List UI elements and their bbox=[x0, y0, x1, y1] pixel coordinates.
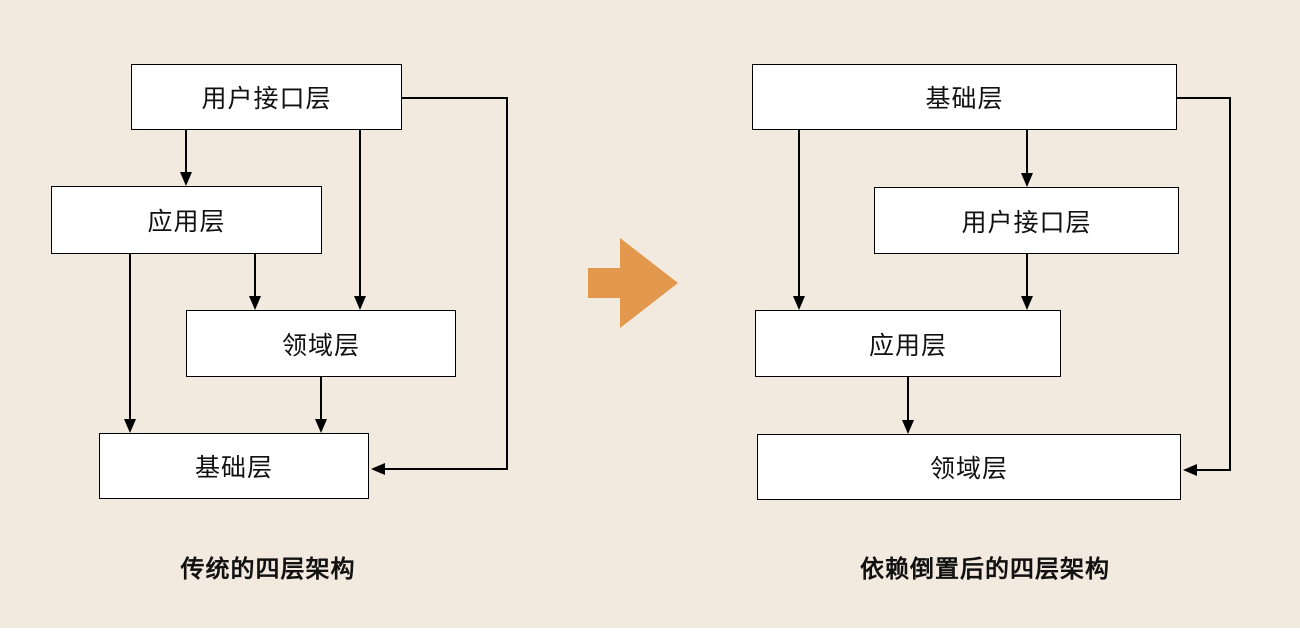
left-diagram-caption: 传统的四层架构 bbox=[180, 556, 356, 583]
right-node-domain-layer: 领域层 bbox=[757, 434, 1181, 500]
left-node-infra-layer: 基础层 bbox=[99, 433, 369, 499]
left-node-app-layer: 应用层 bbox=[51, 186, 322, 254]
right-diagram-caption: 依赖倒置后的四层架构 bbox=[860, 556, 1110, 583]
left-node-domain-layer: 领域层 bbox=[186, 310, 456, 377]
right-node-ui-layer: 用户接口层 bbox=[874, 187, 1179, 254]
left-arrow-ui-to-infra bbox=[371, 97, 508, 475]
left-node-ui-layer: 用户接口层 bbox=[131, 64, 402, 130]
right-node-app-layer: 应用层 bbox=[755, 310, 1061, 377]
right-arrow-infra-to-domain bbox=[1177, 97, 1231, 476]
transform-right-arrow-icon bbox=[588, 238, 678, 328]
right-node-infra-layer: 基础层 bbox=[752, 64, 1177, 130]
